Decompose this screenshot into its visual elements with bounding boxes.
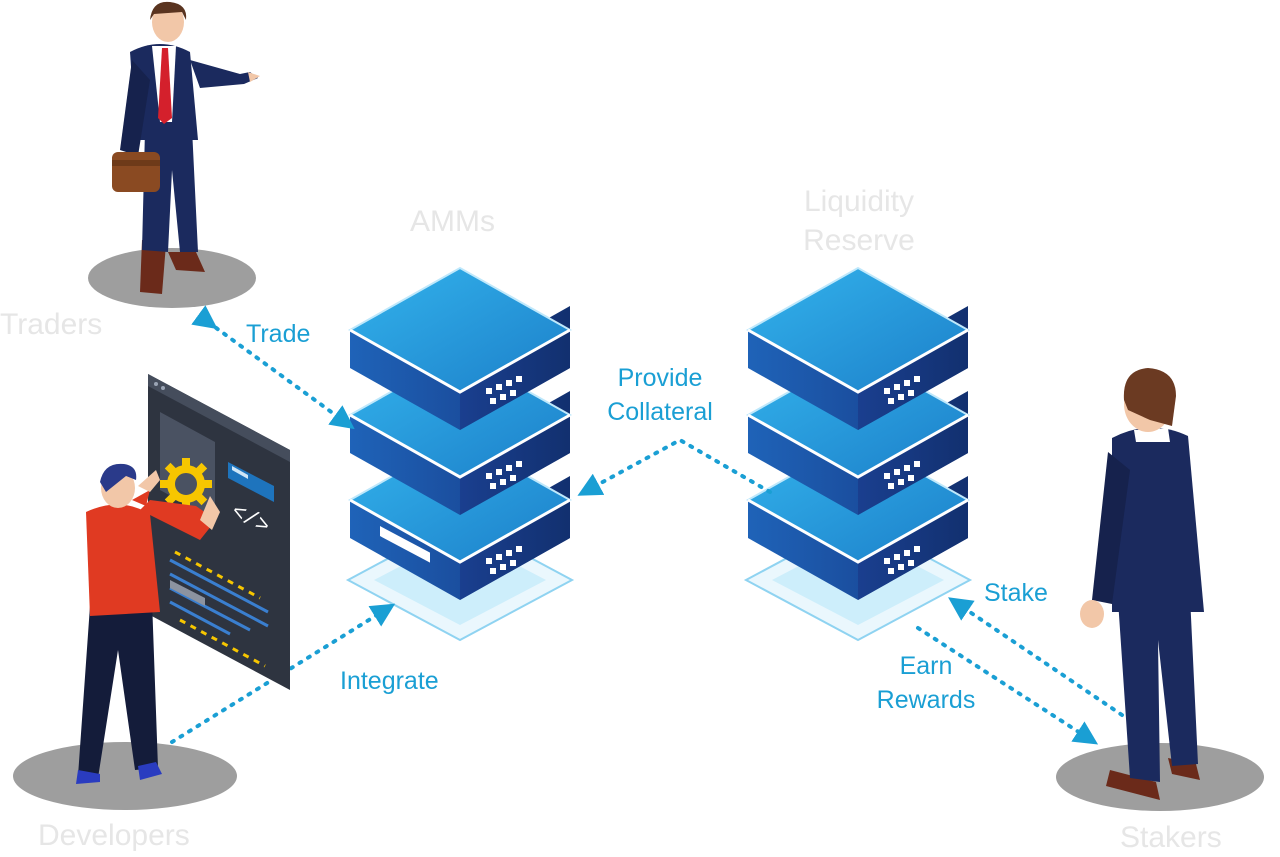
developer-screen: </> (148, 374, 290, 690)
provide-collateral-line-2: Collateral (607, 397, 713, 426)
stake-label: Stake (984, 579, 1048, 607)
traders-label: Traders (0, 308, 103, 341)
provide-collateral-label: Provide Collateral (596, 362, 724, 430)
stakers-label: Stakers (1120, 821, 1222, 854)
integrate-label: Integrate (340, 667, 439, 695)
liquidity-reserve-line-1: Liquidity (803, 185, 915, 218)
amms-label: AMMs (410, 205, 495, 238)
integrate-arrow (170, 603, 396, 744)
provide-collateral-line-1: Provide (617, 364, 703, 392)
trade-arrow (191, 305, 355, 430)
staker-figure (1080, 368, 1204, 800)
earn-rewards-label: Earn Rewards (866, 650, 986, 718)
liquidity-reserve-label: Liquidity Reserve (776, 182, 942, 260)
developer-figure (76, 463, 220, 784)
stake-arrow (948, 597, 1124, 717)
developers-platform (13, 742, 237, 810)
trade-label: Trade (246, 320, 311, 348)
earn-rewards-arrow (916, 626, 1099, 745)
earn-rewards-line-2: Rewards (876, 685, 976, 714)
earn-rewards-line-1: Earn (899, 652, 953, 680)
liquidity-reserve-line-2: Reserve (803, 224, 915, 257)
developers-label: Developers (38, 819, 190, 852)
traders-platform (88, 248, 256, 308)
provide-collateral-arrow (577, 437, 772, 496)
stakers-platform (1056, 743, 1264, 811)
liquidity-reserve-server-stack (743, 266, 973, 642)
trader-figure (112, 1, 260, 294)
amms-server-stack (345, 266, 575, 642)
